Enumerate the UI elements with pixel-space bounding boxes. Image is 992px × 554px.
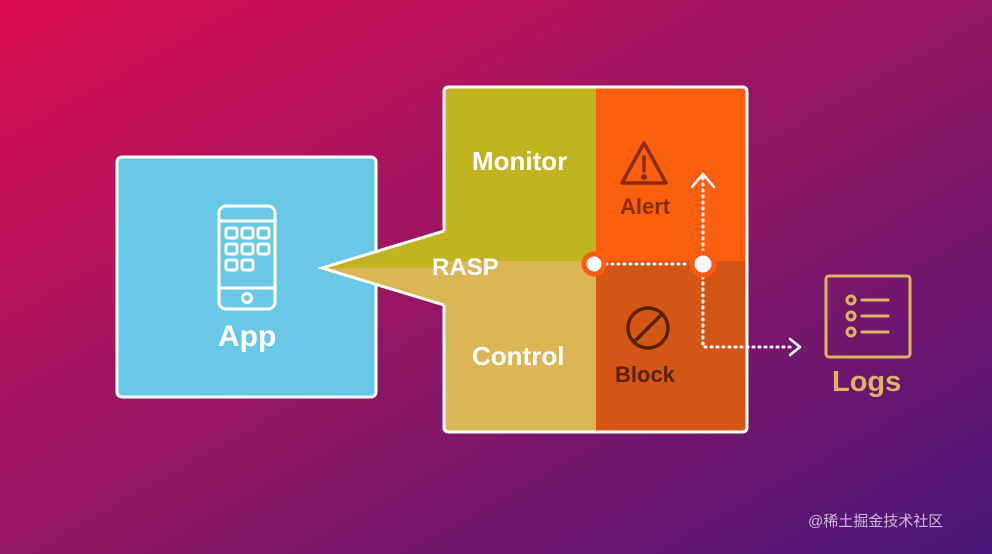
rasp-panel-border xyxy=(442,85,749,434)
control-label: Control xyxy=(472,341,565,371)
monitor-quadrant xyxy=(443,87,596,261)
logs-label: Logs xyxy=(832,366,902,398)
warning-icon xyxy=(620,141,668,185)
rasp-center-node xyxy=(581,251,607,277)
block-icon xyxy=(626,306,670,350)
flow-line-to-logs xyxy=(701,275,797,349)
control-quadrant xyxy=(443,261,596,432)
flow-arrow-up xyxy=(690,172,716,189)
list-icon xyxy=(824,274,912,359)
flow-arrow-right xyxy=(788,337,802,357)
monitor-label: Monitor xyxy=(472,146,568,176)
alert-label: Alert xyxy=(620,194,671,219)
app-box xyxy=(115,155,378,399)
alert-quadrant xyxy=(596,87,747,261)
rasp-label: RASP xyxy=(432,254,499,281)
app-label: App xyxy=(218,320,277,353)
watermark: @稀土掘金技术社区 xyxy=(808,513,944,530)
branch-node xyxy=(689,250,717,278)
smartphone-icon xyxy=(217,204,277,311)
block-label: Block xyxy=(615,362,675,387)
